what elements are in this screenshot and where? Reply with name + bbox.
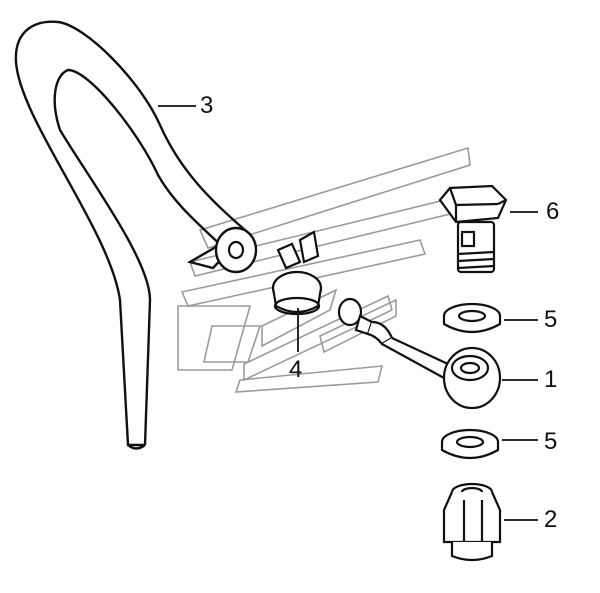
callout-banjo: 1 <box>544 366 558 393</box>
callout-adapter: 2 <box>544 506 558 533</box>
callout-washer-top: 5 <box>544 306 558 333</box>
callout-washer-bottom: 5 <box>544 428 558 455</box>
adapter-part <box>442 482 502 562</box>
washer-top-part <box>442 302 502 334</box>
callout-bolt: 6 <box>546 198 560 225</box>
callout-clamp: 4 <box>289 356 303 383</box>
hose-part <box>14 20 258 450</box>
leader-lines <box>158 105 538 521</box>
bolt-part <box>438 184 508 274</box>
banjo-part <box>337 297 502 410</box>
clamp-part <box>271 230 323 316</box>
washer-bottom-part <box>440 428 500 460</box>
callout-hose: 3 <box>200 92 214 119</box>
